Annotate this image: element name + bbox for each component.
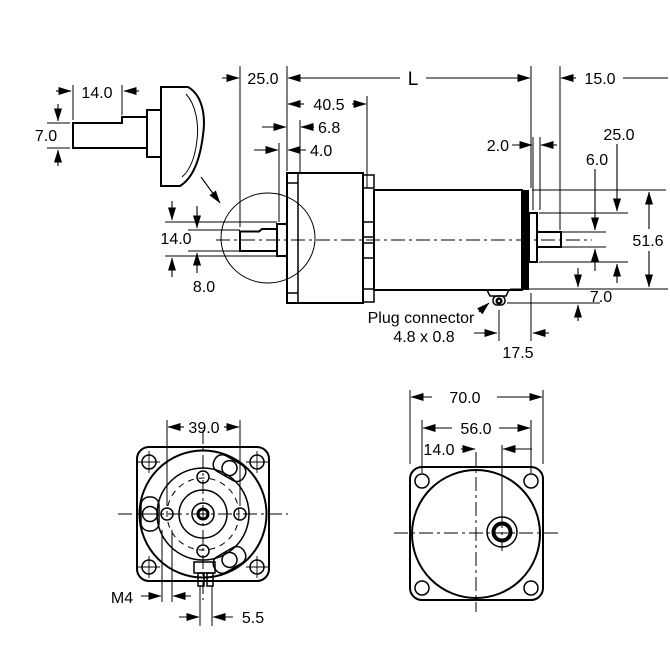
output-shaft	[239, 228, 278, 252]
detail-circle	[220, 192, 316, 284]
dim-front-shaft-diameter: 8.0	[193, 279, 215, 296]
dim-plug-offset: 17.5	[502, 345, 533, 362]
dim-rear-boss-diameter: 25.0	[603, 127, 634, 144]
dim-front-plate-depth: 6.8	[318, 120, 340, 137]
dim-rear-shaft-length: 15.0	[584, 71, 615, 88]
side-view	[216, 172, 592, 306]
plug-base	[485, 289, 511, 297]
side-view-dimensions: 25.0 L 15.0 40.5 6.8 4.0 2.0 6.0	[160, 66, 668, 362]
motor-end-cap	[521, 190, 529, 290]
label-plug-size: 4.8 x 0.8	[393, 329, 454, 346]
dim-motor-diameter: 51.6	[632, 233, 663, 250]
plug-leader-arrow	[477, 302, 490, 315]
dim-rear-boss-depth: 2.0	[487, 138, 509, 155]
label-mount-thread: M4	[111, 590, 133, 607]
rear-view: 70.0 56.0 14.0	[394, 390, 560, 612]
detail-leader-arrow	[200, 176, 221, 204]
dim-mount-hole-spacing: 39.0	[188, 420, 219, 437]
dim-flange-width: 70.0	[449, 390, 480, 407]
dim-rear-shaft-diameter: 6.0	[586, 152, 608, 169]
dim-detail-shaft-diameter: 7.0	[35, 128, 57, 145]
dim-terminal-width: 5.5	[242, 610, 264, 627]
rear-flange	[409, 466, 544, 601]
dim-plug-protrusion: 7.0	[590, 289, 612, 306]
front-corner-holes	[138, 451, 268, 578]
label-plug-connector: Plug connector	[368, 310, 475, 327]
dim-detail-shaft-length: 14.0	[81, 85, 112, 102]
dim-front-boss-depth: 4.0	[310, 143, 332, 160]
dim-gearbox-length: 40.5	[313, 97, 344, 114]
rear-shaft	[536, 231, 562, 248]
detail-bell	[160, 86, 205, 187]
dim-front-boss-diameter: 14.0	[160, 231, 191, 248]
dim-shaft-offset: 14.0	[423, 442, 454, 459]
dim-overall-length: L	[408, 69, 419, 90]
dim-front-shaft-to-face: 25.0	[247, 71, 278, 88]
rear-corner-holes	[414, 473, 539, 596]
shaft-detail-view: 14.0 7.0	[35, 85, 221, 204]
dim-corner-hole-spacing: 56.0	[460, 421, 491, 438]
plug-pin	[492, 295, 506, 306]
front-view: 39.0 M4 5.5	[111, 420, 288, 627]
